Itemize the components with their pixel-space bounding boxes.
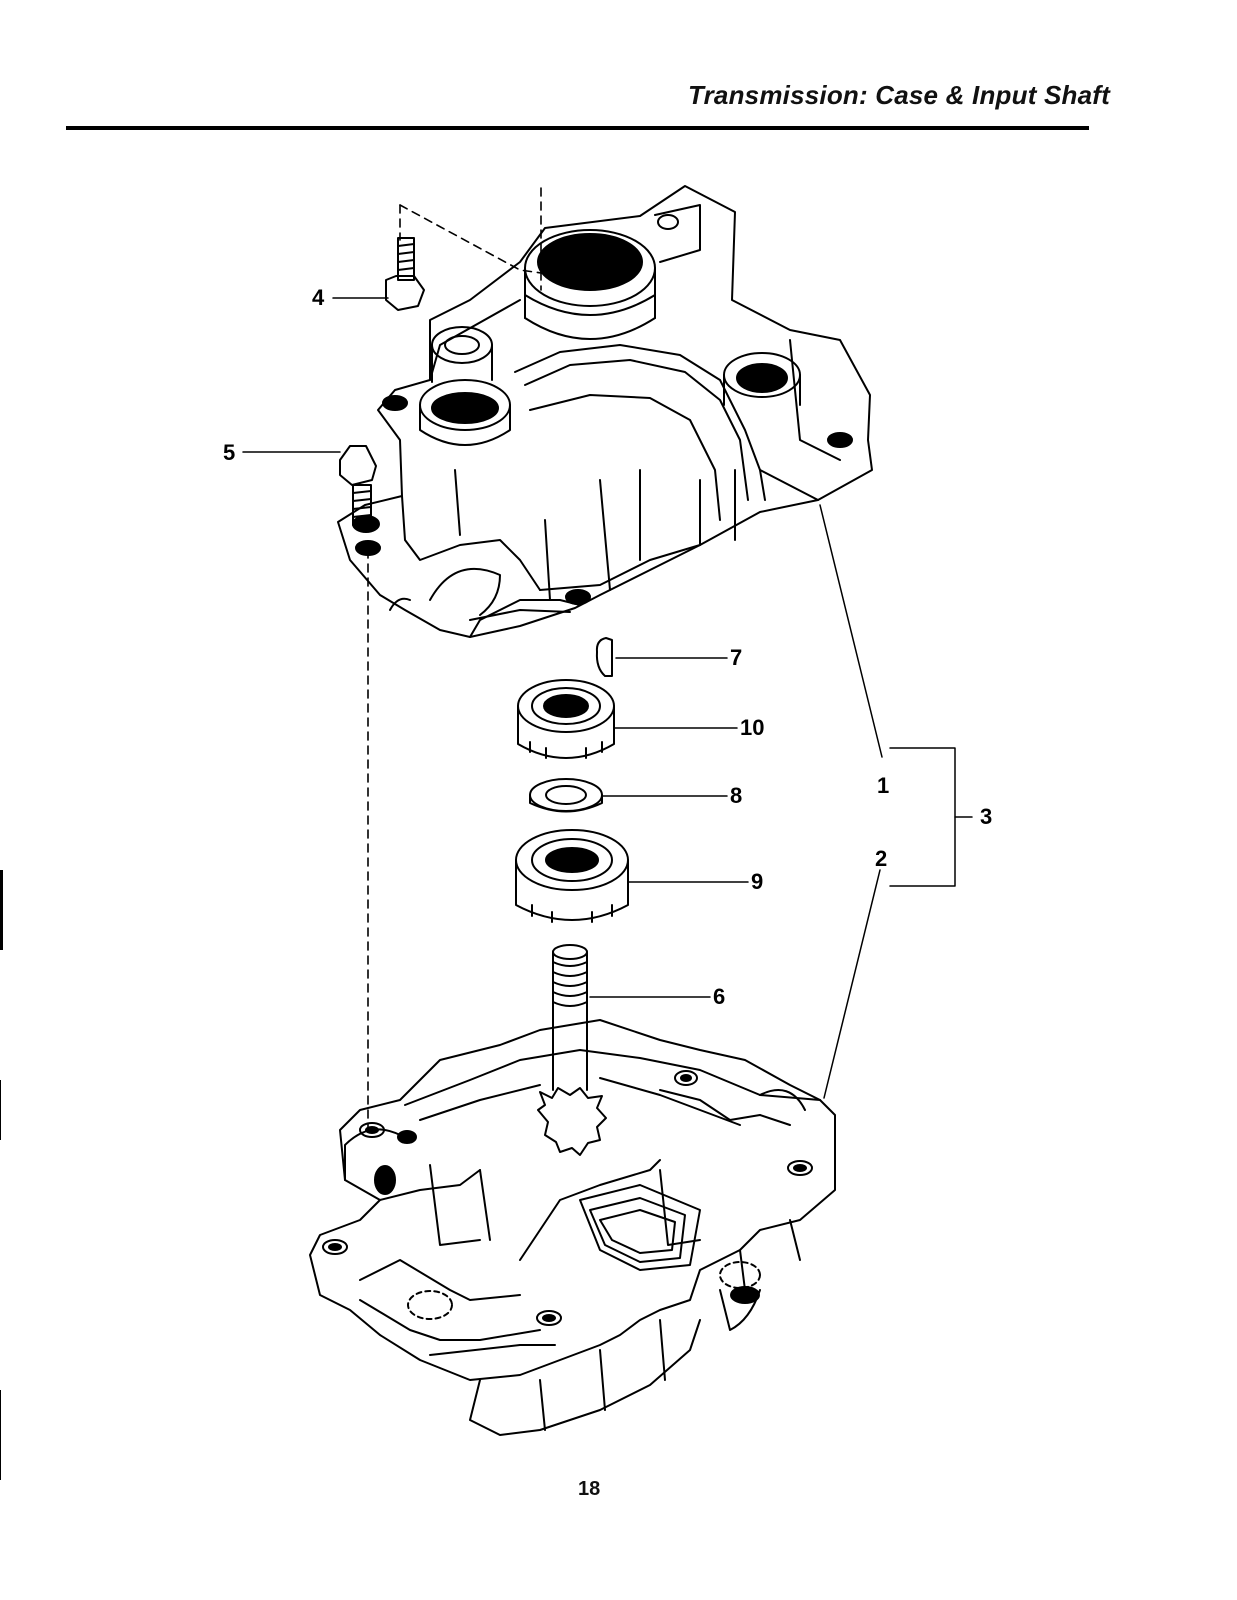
key-part-7 — [597, 638, 612, 676]
callout-8: 8 — [730, 783, 742, 808]
callout-1: 1 — [877, 773, 889, 798]
callout-3: 3 — [980, 804, 992, 829]
callout-9: 9 — [751, 869, 763, 894]
callout-7: 7 — [730, 645, 742, 670]
callout-4: 4 — [312, 285, 325, 310]
bolt-part-4 — [386, 238, 424, 310]
input-shaft-part-6 — [538, 945, 606, 1155]
callout-10: 10 — [740, 715, 764, 740]
bearing-part-9 — [516, 830, 628, 922]
bearing-part-10 — [518, 680, 614, 758]
page-number: 18 — [578, 1478, 600, 1501]
upper-case-half — [338, 186, 872, 637]
callout-5: 5 — [223, 440, 235, 465]
callout-6: 6 — [713, 984, 725, 1009]
leader-lines — [243, 298, 972, 1098]
bolt-part-5 — [340, 446, 376, 525]
washer-part-8 — [530, 779, 602, 812]
lower-case-half — [310, 1020, 835, 1435]
callout-2: 2 — [875, 846, 887, 871]
